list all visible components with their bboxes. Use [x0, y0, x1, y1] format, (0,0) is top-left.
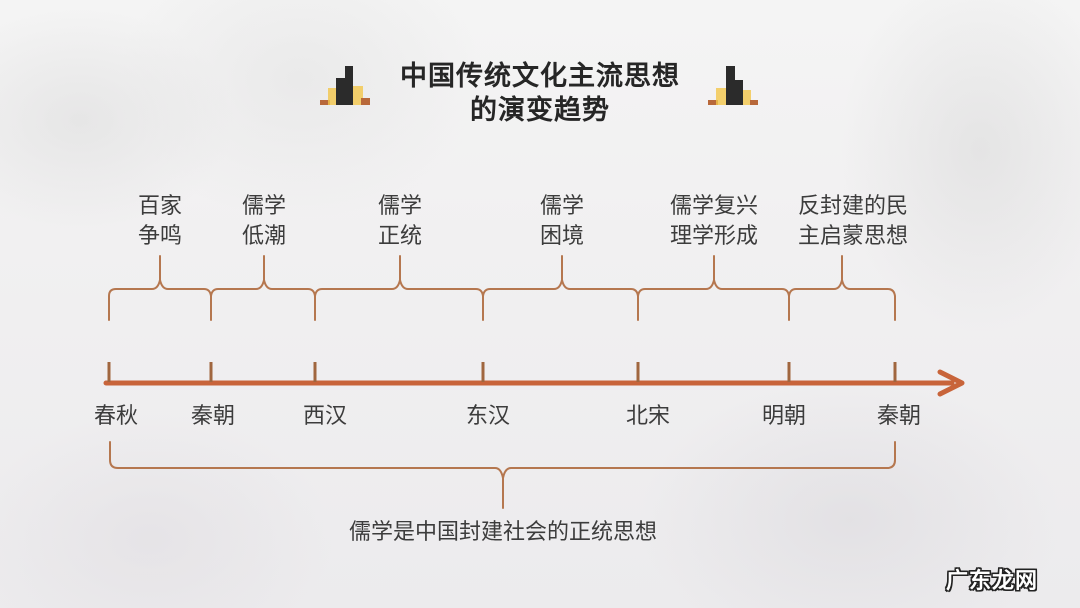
stage-label-line: 理学形成 — [669, 224, 759, 249]
era-label: 春秋 — [93, 404, 139, 429]
stage-label: 儒学复兴 理学形成 — [670, 192, 758, 252]
stage-label-line: 百家 — [137, 194, 183, 219]
summary-brace — [109, 441, 896, 509]
title-line-2: 的演变趋势 — [470, 95, 610, 126]
stage-label-line: 主启蒙思想 — [797, 224, 909, 249]
stage-label-line: 儒学 — [241, 194, 287, 219]
stage-label: 反封建的民 主启蒙思想 — [798, 192, 908, 252]
stage-label-line: 儒学复兴 — [669, 194, 759, 219]
stage-label: 儒学 正统 — [378, 192, 422, 252]
era-label: 秦朝 — [190, 404, 236, 429]
stage-label-line: 低潮 — [241, 224, 287, 249]
era-label: 北宋 — [625, 404, 671, 429]
timeline-axis — [103, 362, 965, 397]
stage-label-line: 反封建的民 — [797, 194, 909, 219]
era-label: 西汉 — [302, 404, 348, 429]
era-label: 东汉 — [465, 404, 511, 429]
stage-label-line: 困境 — [539, 224, 585, 249]
stage-label: 儒学 低潮 — [242, 192, 286, 252]
stage-label-line: 儒学 — [377, 194, 423, 219]
title-line-1: 中国传统文化主流思想 — [400, 61, 680, 92]
stage-label: 儒学 困境 — [540, 192, 584, 252]
conclusion-text: 儒学是中国封建社会的正统思想 — [348, 520, 658, 545]
watermark: 广东龙网 — [946, 569, 1039, 594]
stage-label: 百家 争鸣 — [138, 192, 182, 252]
era-label: 秦朝 — [876, 404, 922, 429]
arrow-right-icon — [937, 369, 965, 397]
stage-label-line: 争鸣 — [137, 224, 183, 249]
axis-ticks — [107, 362, 897, 382]
era-label: 明朝 — [761, 404, 807, 429]
bar-chart-icon — [320, 66, 370, 105]
bar-chart-icon — [708, 66, 758, 105]
stage-label-line: 正统 — [377, 224, 423, 249]
stage-label-line: 儒学 — [539, 194, 585, 219]
page-title: 中国传统文化主流思想 的演变趋势 — [380, 60, 700, 128]
stage-braces — [108, 255, 896, 321]
